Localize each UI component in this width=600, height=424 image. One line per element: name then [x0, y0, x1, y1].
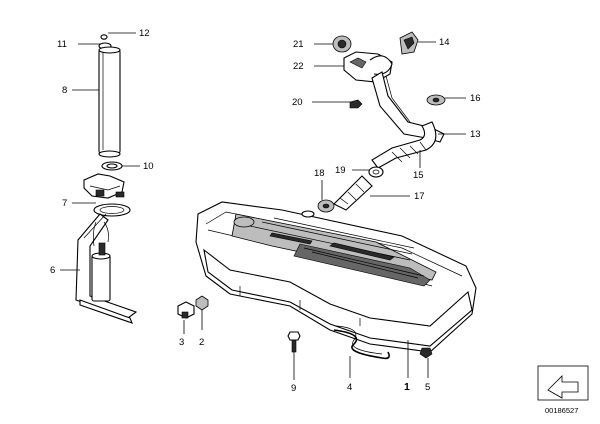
small-parts	[177, 295, 433, 360]
callout-11: 11	[57, 39, 67, 50]
fuel-pump-assembly	[75, 34, 138, 324]
filler-neck-assembly	[317, 31, 446, 213]
arrow-symbol-icon	[547, 375, 579, 399]
callout-5: 5	[425, 382, 430, 393]
reference-box: 00186527	[537, 365, 589, 415]
callout-22: 22	[293, 61, 304, 72]
fuel-tank	[195, 201, 477, 353]
reference-number: 00186527	[545, 406, 578, 415]
callout-7: 7	[62, 198, 67, 209]
callout-1: 1	[404, 381, 410, 393]
callout-labels: 11 12 8 10 7 6 21 22 20 14 16 13 15 17 1…	[50, 28, 481, 394]
callout-20: 20	[292, 97, 303, 108]
callout-16: 16	[470, 93, 481, 104]
callout-2: 2	[199, 337, 204, 348]
callout-15: 15	[413, 170, 424, 181]
callout-3: 3	[179, 337, 184, 348]
callout-21: 21	[293, 39, 304, 50]
callout-17: 17	[414, 191, 425, 202]
callout-4: 4	[347, 382, 352, 393]
callout-13: 13	[470, 129, 481, 140]
callout-19: 19	[335, 165, 346, 176]
callout-10: 10	[143, 161, 154, 172]
callout-6: 6	[50, 265, 55, 276]
callout-14: 14	[439, 37, 450, 48]
callout-18: 18	[314, 168, 325, 179]
callout-9: 9	[291, 383, 296, 394]
callout-12: 12	[139, 28, 150, 39]
callout-8: 8	[62, 85, 67, 96]
leader-lines	[60, 32, 466, 380]
